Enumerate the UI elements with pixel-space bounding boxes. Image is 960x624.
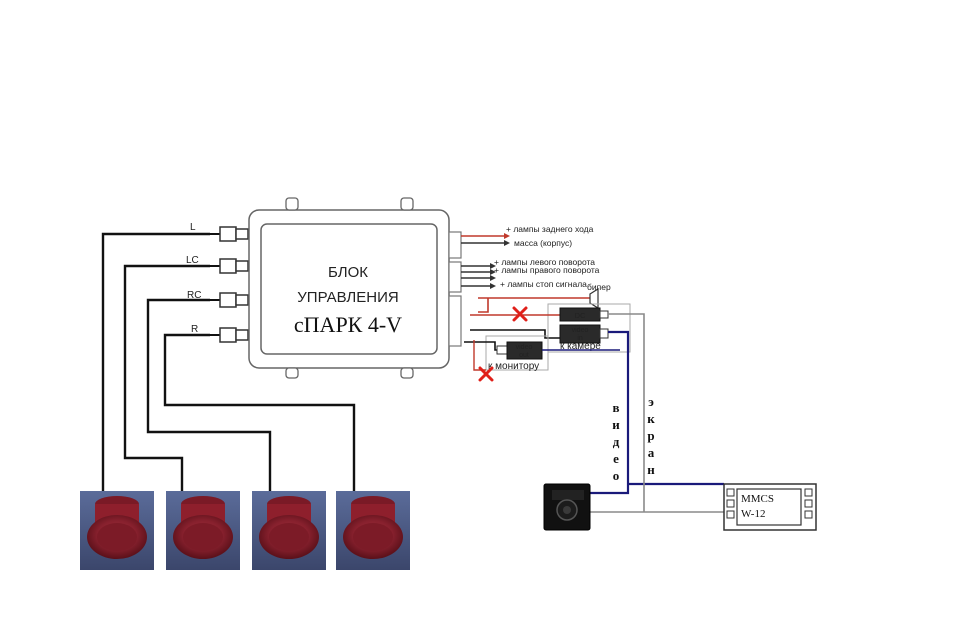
control-unit-inner (260, 223, 438, 355)
label-right-turn: + лампы правого поворота (494, 265, 600, 275)
long-wires (542, 313, 724, 513)
control-unit: БЛОК УПРАВЛЕНИЯ сПАРК 4-V (248, 197, 462, 379)
head-unit-label-1: MMCS (741, 493, 774, 505)
parking-sensor-4 (336, 491, 410, 570)
port-label-LC: LC (186, 255, 199, 266)
wire-sensor-LC (123, 264, 210, 495)
wire-sensor-R (163, 333, 356, 495)
connector-LC (210, 258, 249, 274)
vertical-letter: видео (609, 400, 624, 485)
mount-tab-top-left (285, 197, 299, 211)
wire-sensor-RC (146, 298, 272, 495)
mount-tab-top-right (400, 197, 414, 211)
parking-sensor-3 (252, 491, 326, 570)
label-beeper: бипер (587, 282, 611, 292)
label-video-in-1: video (572, 327, 589, 334)
connector-RC (210, 292, 249, 308)
label-to-camera: к камере (560, 341, 601, 352)
parking-sensor-1 (80, 491, 154, 570)
rear-camera (543, 483, 591, 531)
port-label-R: R (191, 324, 198, 335)
control-unit-title-1: БЛОК (328, 264, 368, 281)
label-to-monitor: к монитору (488, 361, 539, 372)
power-wire-arrows (490, 233, 510, 289)
mount-tab-bottom-left (285, 367, 299, 379)
side-plug-3 (448, 295, 462, 347)
label-dc: DC (575, 311, 586, 320)
wire-video (590, 330, 630, 495)
cross-mark-dc (512, 306, 528, 322)
mount-tab-bottom-right (400, 367, 414, 379)
cross-mark-monitor (478, 366, 494, 382)
power-wires (461, 235, 508, 287)
side-plug-2 (448, 261, 462, 293)
connector-L (210, 226, 249, 242)
label-reverse-lamps: + лампы заднего хода (506, 224, 594, 234)
wire-sensor-L (101, 232, 210, 495)
label-brake-lamps: + лампы стоп сигнала (500, 279, 587, 289)
camera-connector-group: DC video in к камере (470, 303, 631, 353)
wire-shield (608, 313, 645, 512)
control-unit-title-2: УПРАВЛЕНИЯ (297, 289, 398, 306)
label-video-out-1: video (516, 344, 533, 351)
control-unit-model: сПАРК 4-V (294, 312, 402, 337)
port-label-RC: RC (187, 290, 201, 301)
parking-sensors (80, 491, 410, 570)
parking-sensor-2 (166, 491, 240, 570)
label-left-turn: + лампы левого поворота (494, 257, 595, 267)
head-unit-label-2: W-12 (741, 508, 765, 520)
monitor-connector-group: video out к монитору (464, 335, 549, 372)
sensor-wires (101, 232, 356, 495)
label-video-in-2: in (577, 335, 583, 342)
sensor-connectors (210, 226, 249, 343)
connector-R (210, 327, 249, 343)
head-unit: MMCS W-12 (723, 483, 817, 531)
port-label-L: L (190, 222, 196, 233)
label-ground: масса (корпус) (514, 238, 572, 248)
label-video-out-2: out (519, 352, 529, 359)
side-plug-1 (448, 231, 462, 259)
vertical-letter: экран (644, 394, 659, 479)
vertical-label-shield: экран (644, 394, 659, 479)
vertical-label-video: видео (609, 400, 624, 485)
